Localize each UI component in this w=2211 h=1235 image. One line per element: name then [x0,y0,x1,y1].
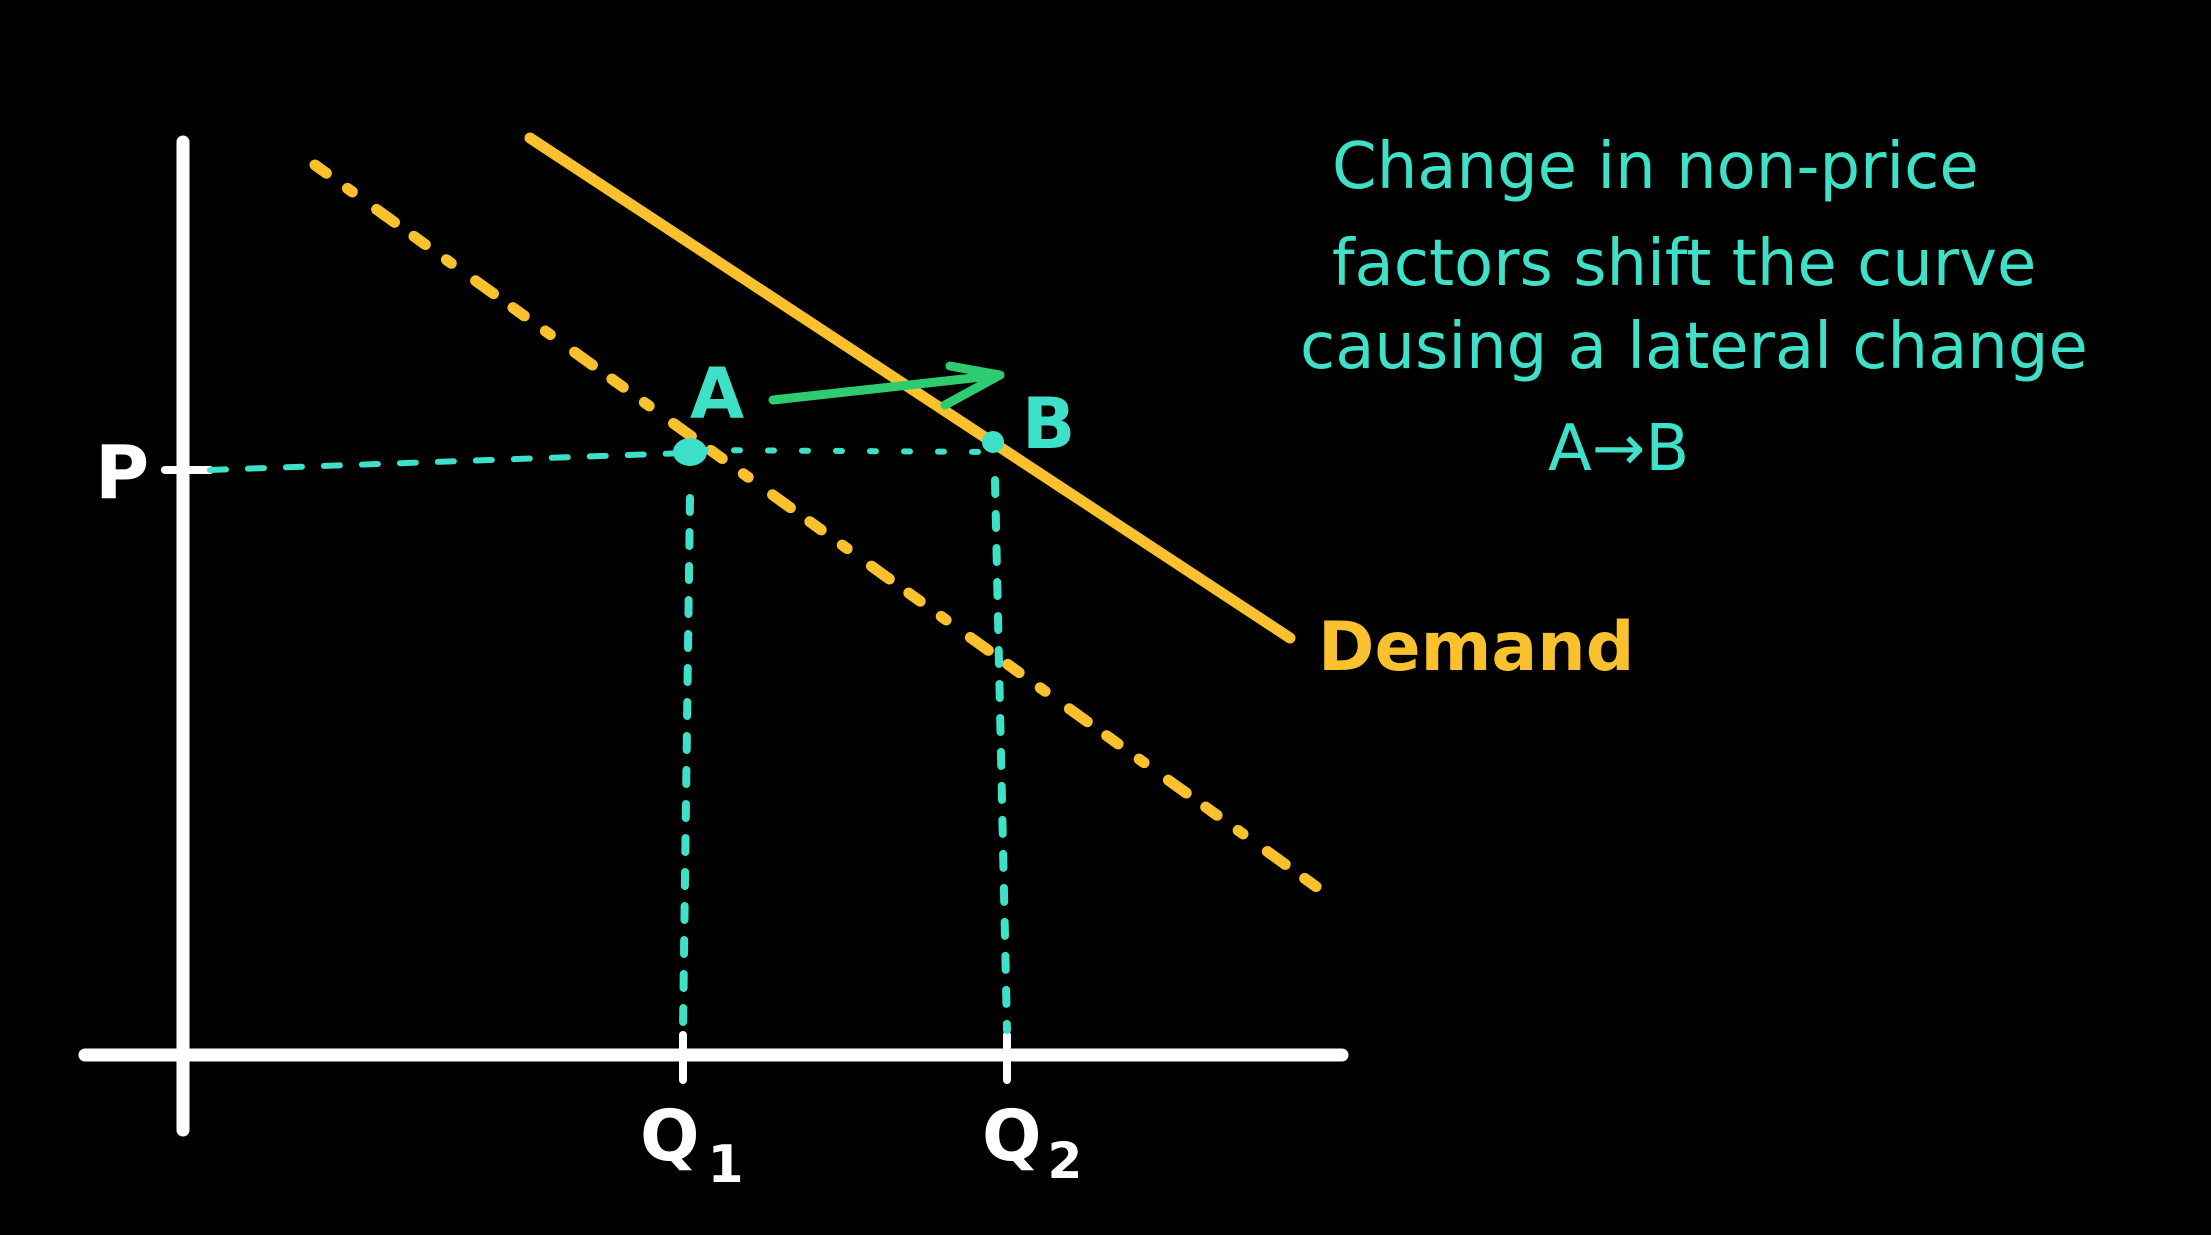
annotation-line-2: factors shift the curve [1332,227,2036,301]
price-guide-line-ab [697,447,995,455]
annotation-line-3: causing a lateral change [1300,310,2088,384]
demand-curve-label: Demand [1318,608,1634,687]
q1-guide-line [679,494,694,1034]
point-b-dot [982,431,1004,453]
q2-guide-line [991,476,1011,1034]
price-guide-line [207,450,688,473]
point-a-dot [673,438,707,466]
point-a-label: A [690,353,744,435]
original-demand-curve [309,159,1324,894]
point-b-label: B [1022,383,1075,465]
shift-arrow-icon [768,361,1005,410]
annotation-line-4: A→B [1548,412,1689,486]
annotation-line-1: Change in non-price [1332,130,1979,204]
price-label: P [95,430,149,516]
